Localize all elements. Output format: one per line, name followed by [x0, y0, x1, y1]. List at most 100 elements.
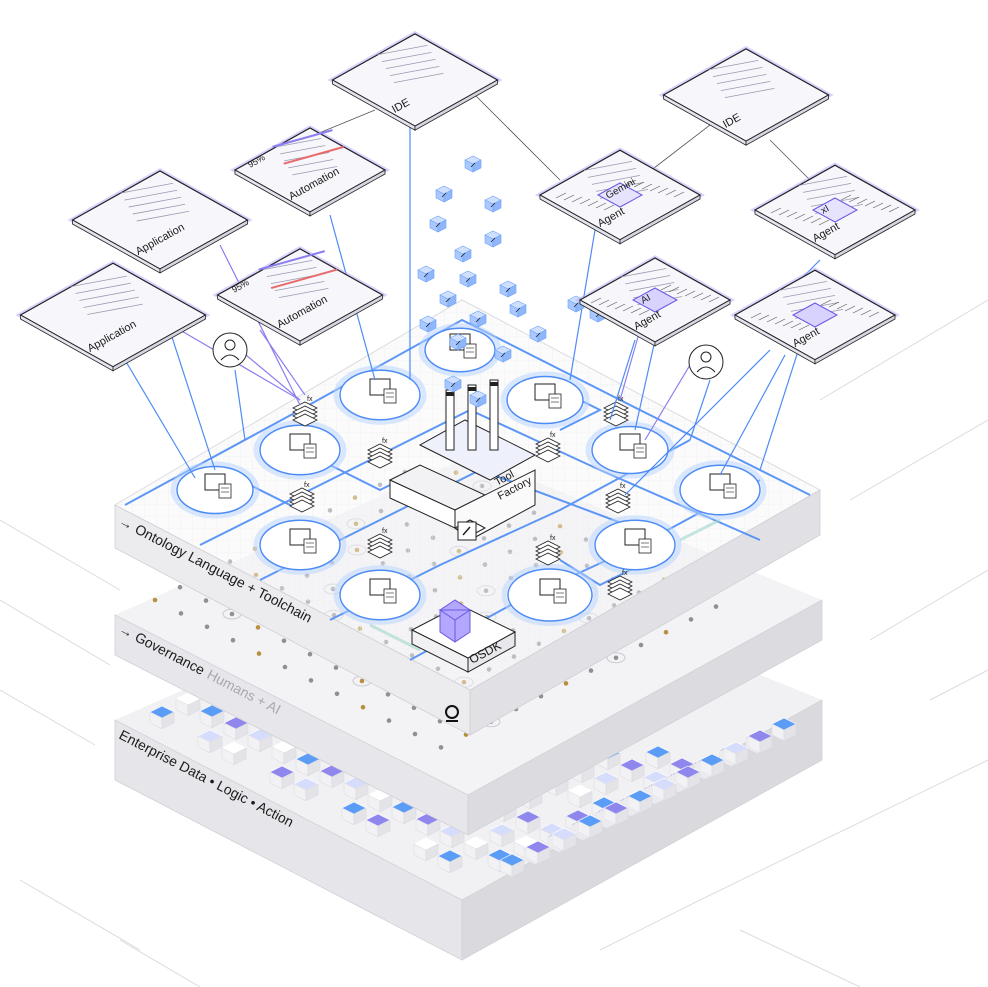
ide-panel-right: IDE: [658, 45, 834, 146]
data-cube: [771, 717, 797, 742]
data-cube: [603, 801, 629, 826]
data-cube: [437, 849, 463, 874]
data-cube: [627, 789, 653, 814]
governance-node: [663, 629, 669, 635]
floating-cube: [429, 215, 447, 233]
governance-node: [713, 604, 719, 609]
floating-cube: [529, 325, 547, 343]
ide-panel-left: IDE: [327, 30, 503, 131]
data-cube: [463, 836, 489, 861]
capability-node: [253, 515, 347, 575]
governance-node: [308, 678, 314, 683]
capability-node: [333, 565, 427, 625]
governance-node: [588, 668, 594, 673]
governance-node: [256, 651, 262, 656]
fx-label: fx: [382, 438, 388, 445]
floating-cube: [439, 290, 457, 308]
floating-data-cubes: [417, 155, 607, 408]
floating-cube: [464, 155, 482, 173]
capability-node: [585, 421, 675, 479]
agent-panel-openai: Agent: [729, 267, 901, 365]
floating-cube: [469, 310, 487, 328]
governance-node: [230, 637, 236, 643]
governance-node: [360, 704, 366, 710]
floating-cube: [417, 265, 435, 283]
capability-node: [673, 460, 767, 520]
capability-panels: IDEIDE95%Automation95%AutomationApplicat…: [15, 30, 921, 372]
governance-node: [203, 598, 209, 603]
tool-factory: Tool Factory: [388, 379, 537, 541]
floating-cube: [494, 345, 512, 363]
data-cube: [699, 753, 725, 778]
floating-cube: [484, 195, 502, 213]
governance-node: [606, 652, 626, 664]
governance-node: [204, 624, 210, 630]
governance-node: [152, 597, 158, 603]
route-glow: [369, 518, 721, 652]
fx-stack: fx: [367, 438, 393, 469]
fx-stack: fx: [367, 528, 393, 559]
governance-node: [386, 718, 392, 723]
floating-cube: [509, 300, 527, 318]
data-cube: [365, 813, 391, 838]
ontology-toolchain-layer: → Ontology Language + Toolchain: [113, 299, 822, 736]
data-cube: [221, 741, 247, 766]
data-cube: [675, 765, 701, 790]
floating-cube: [459, 270, 477, 288]
data-cube: [197, 729, 223, 754]
application-panel-mid: Application: [15, 260, 211, 372]
floating-cube: [419, 315, 437, 333]
floating-cube: [484, 230, 502, 248]
human-avatar-left: [212, 332, 248, 368]
floating-cube: [499, 280, 517, 298]
osdk-module: OSDK: [410, 599, 517, 673]
governance-node: [177, 584, 183, 590]
data-cube: [439, 824, 465, 849]
fx-stack: fx: [292, 396, 318, 427]
capability-node: [333, 365, 427, 425]
fx-label: fx: [307, 396, 313, 403]
floating-cube: [444, 375, 462, 393]
automation-panel-mid: 95%Automation: [212, 245, 388, 346]
governance-node: [385, 692, 391, 697]
agent-chip-label: AI: [639, 292, 653, 306]
fx-label: fx: [620, 483, 626, 490]
fx-label: fx: [622, 570, 628, 577]
data-cube: [175, 692, 201, 717]
background-grid-lines: [0, 299, 988, 987]
data-cube: [269, 765, 295, 790]
automation-panel-top: 95%Automation: [229, 125, 391, 217]
fx-stack: fx: [605, 483, 631, 514]
capability-node: [253, 420, 347, 480]
governance-node: [412, 731, 418, 737]
data-cube: [651, 777, 677, 802]
governance-node: [438, 745, 444, 750]
governance-node: [688, 617, 694, 622]
data-cube: [525, 840, 551, 865]
data-cube: [619, 758, 645, 783]
application-panel-top: Application: [67, 168, 253, 274]
human-avatar-right: [688, 344, 724, 380]
capability-node: [588, 515, 682, 575]
data-cube: [199, 704, 225, 729]
floating-cube: [435, 185, 453, 203]
capability-node: [501, 563, 599, 627]
fx-stack: fx: [535, 432, 561, 463]
data-cube: [341, 801, 367, 826]
data-cube: [593, 771, 619, 796]
data-cube: [499, 853, 525, 878]
governance-node: [333, 665, 339, 670]
data-cube: [577, 814, 603, 839]
fx-label: fx: [618, 396, 624, 403]
capability-node: [500, 371, 590, 429]
data-cube: [723, 741, 749, 766]
governance-node: [638, 642, 644, 648]
data-cube: [293, 777, 319, 802]
capability-node: [170, 461, 260, 519]
